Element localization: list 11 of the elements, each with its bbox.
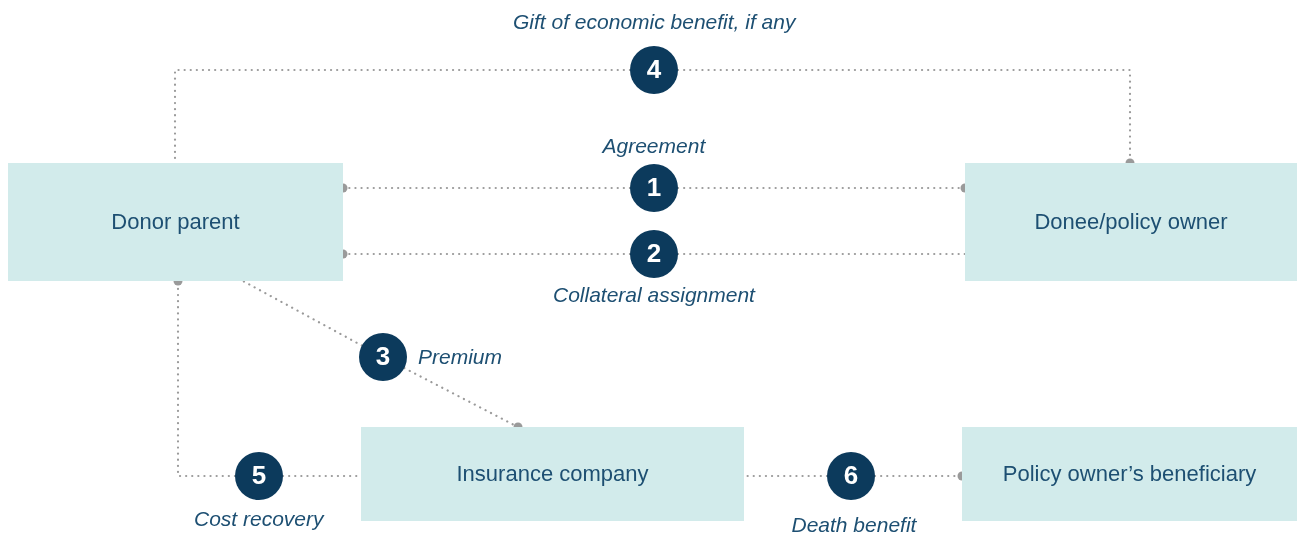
step-number-circle: 4 xyxy=(630,46,678,94)
step-number-circle: 6 xyxy=(827,452,875,500)
step-number-circle: 5 xyxy=(235,452,283,500)
party-box: Donee/policy owner xyxy=(965,163,1297,281)
party-box: Donor parent xyxy=(8,163,343,281)
dotted-connector xyxy=(241,279,363,347)
step-number-circle: 1 xyxy=(630,164,678,212)
party-box: Insurance company xyxy=(361,427,744,521)
step-number-circle: 2 xyxy=(630,230,678,278)
step-number-circle: 3 xyxy=(359,333,407,381)
party-box: Policy owner’s beneficiary xyxy=(962,427,1297,521)
